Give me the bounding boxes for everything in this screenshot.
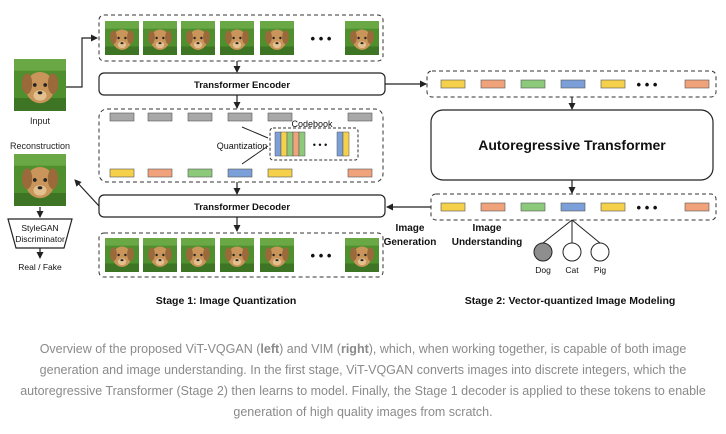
input-patches: • • • <box>105 21 379 55</box>
stage2-token <box>684 202 710 212</box>
quant-token <box>267 168 293 178</box>
discriminator-shape <box>7 218 73 249</box>
stage2-title: Stage 2: Vector-quantized Image Modeling <box>465 295 676 307</box>
caption-text-2: ) and VIM ( <box>279 342 341 356</box>
quant-token <box>187 168 213 178</box>
tree-line-pig <box>571 219 601 244</box>
figure-caption: Overview of the proposed ViT-VQGAN (left… <box>12 339 714 423</box>
stage2-token <box>480 79 506 89</box>
reconstruction-image <box>14 154 66 206</box>
encoder-output-tokens <box>109 112 373 122</box>
discriminator-line2: Discriminator <box>15 234 65 244</box>
codebook-entry <box>298 131 306 157</box>
input-label: Input <box>30 116 51 126</box>
codebook-entry <box>274 131 282 157</box>
caption-text-1: Overview of the proposed ViT-VQGAN ( <box>39 342 261 356</box>
codebook-entry <box>286 131 294 157</box>
image-patch <box>143 238 177 272</box>
gray-token <box>187 112 213 122</box>
stage2-token <box>560 79 586 89</box>
gray-token <box>347 112 373 122</box>
quant-token <box>147 168 173 178</box>
quant-token <box>347 168 373 178</box>
quant-token <box>109 168 135 178</box>
stage2-ellipsis: • • • <box>637 77 658 92</box>
caption-text-3: ), which, when working together, is capa… <box>20 342 706 419</box>
output-patches-box <box>98 232 384 278</box>
stage2-token <box>560 202 586 212</box>
gray-token <box>109 112 135 122</box>
image-patch <box>345 238 379 272</box>
input-image <box>14 59 66 111</box>
stage2-token <box>684 79 710 89</box>
tree-line-dog <box>542 219 573 244</box>
codebook-entry <box>280 131 288 157</box>
quantization-label: Quantization <box>217 141 268 151</box>
quantization-line-down <box>241 145 269 165</box>
class-label-cat: Cat <box>565 265 579 275</box>
image-patch <box>181 238 215 272</box>
patch-ellipsis: • • • <box>311 31 332 46</box>
caption-left: left <box>260 342 280 356</box>
quantization-box <box>98 108 384 183</box>
arrow-to-reconstruction <box>74 179 100 207</box>
autoregressive-transformer-label: Autoregressive Transformer <box>478 137 666 153</box>
input-arrow <box>66 34 98 88</box>
quantized-tokens <box>109 168 373 178</box>
stage2-token <box>480 202 506 212</box>
transformer-encoder-label: Transformer Encoder <box>194 80 290 91</box>
gray-token <box>147 112 173 122</box>
stage2-token <box>520 79 546 89</box>
image-patch <box>220 238 254 272</box>
stage2-token <box>520 202 546 212</box>
stage2-input-tokens: • • • <box>440 77 710 92</box>
image-generation-line1: Image <box>396 223 425 234</box>
image-patch <box>181 21 215 55</box>
image-patch <box>345 21 379 55</box>
stage2-token <box>600 79 626 89</box>
stage2-token <box>440 202 466 212</box>
discriminator-line1: StyleGAN <box>21 223 58 233</box>
class-label-pig: Pig <box>594 265 607 275</box>
image-understanding-line2: Understanding <box>452 237 523 248</box>
class-node-cat <box>562 242 582 262</box>
class-label-dog: Dog <box>535 265 551 275</box>
reconstruction-label: Reconstruction <box>10 141 70 151</box>
image-generation-line2: Generation <box>384 237 437 248</box>
stage2-ellipsis: • • • <box>637 200 658 215</box>
caption-right: right <box>340 342 369 356</box>
image-patch <box>105 21 139 55</box>
codebook-entries <box>274 131 350 157</box>
image-patch <box>260 238 294 272</box>
codebook-box <box>269 127 359 161</box>
stage2-token <box>600 202 626 212</box>
stage2-token <box>440 79 466 89</box>
stage1-title: Stage 1: Image Quantization <box>156 295 297 307</box>
input-patches-box <box>98 14 384 62</box>
codebook-entry <box>292 131 300 157</box>
quant-token <box>227 168 253 178</box>
image-patch <box>220 21 254 55</box>
image-patch <box>260 21 294 55</box>
codebook-entry <box>342 131 350 157</box>
stage2-output-tokens: • • • <box>440 200 710 215</box>
patch-ellipsis: • • • <box>311 248 332 263</box>
image-patch <box>143 21 177 55</box>
real-fake-label: Real / Fake <box>18 262 62 272</box>
class-node-pig <box>590 242 610 262</box>
gray-token <box>227 112 253 122</box>
image-patch <box>105 238 139 272</box>
architecture-diagram: Input • • • Transformer Encoder Codebook… <box>7 14 717 307</box>
transformer-decoder-label: Transformer Decoder <box>194 202 290 213</box>
output-patches: • • • <box>105 238 379 272</box>
gray-token <box>267 112 293 122</box>
class-node-dog <box>533 242 553 262</box>
codebook-entry <box>336 131 344 157</box>
codebook-label: Codebook <box>291 119 333 129</box>
codebook-ellipsis: • • • <box>313 140 327 150</box>
quantization-line-up <box>241 126 269 139</box>
image-understanding-line1: Image <box>473 223 502 234</box>
